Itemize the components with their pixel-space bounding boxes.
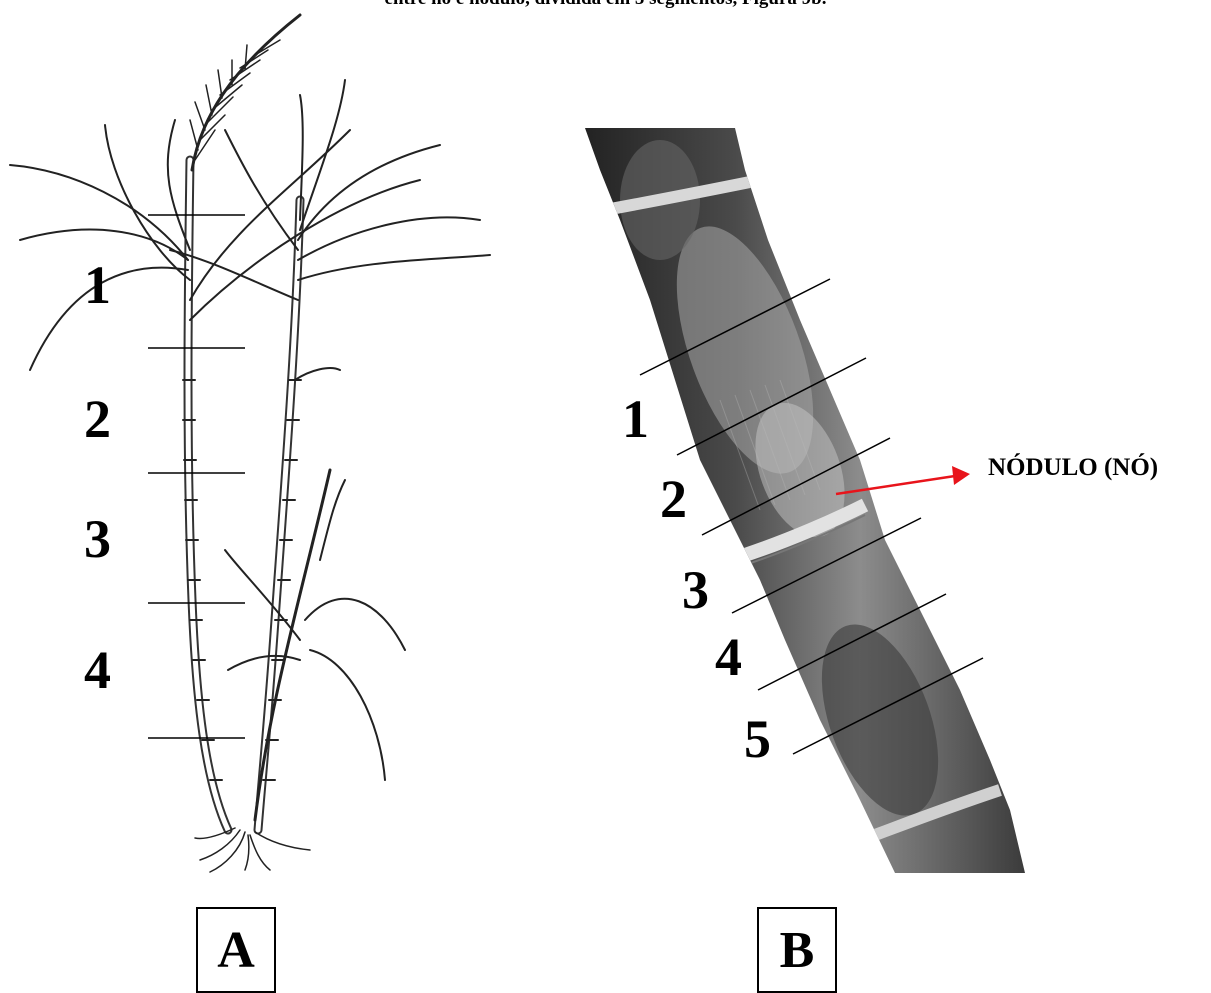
- panel-b-segment-label: 5: [744, 712, 771, 766]
- sugarcane-stalk-photo-icon: [560, 120, 1060, 880]
- panel-b-segment-label: 3: [682, 563, 709, 617]
- node-annotation-label: NÓDULO (NÓ): [988, 454, 1158, 482]
- sugarcane-plant-drawing-icon: [10, 15, 490, 872]
- panel-a-label-box: A: [196, 907, 276, 993]
- panel-a-segment-label: 2: [84, 392, 111, 446]
- panel-b-segment-label: 2: [660, 472, 687, 526]
- panel-a-segment-label: 4: [84, 643, 111, 697]
- panel-a-segment-label: 1: [84, 258, 111, 312]
- panel-a-segment-label: 3: [84, 512, 111, 566]
- panel-b-label-box: B: [757, 907, 837, 993]
- panel-b-segment-label: 4: [715, 630, 742, 684]
- panel-b-segment-label: 1: [622, 392, 649, 446]
